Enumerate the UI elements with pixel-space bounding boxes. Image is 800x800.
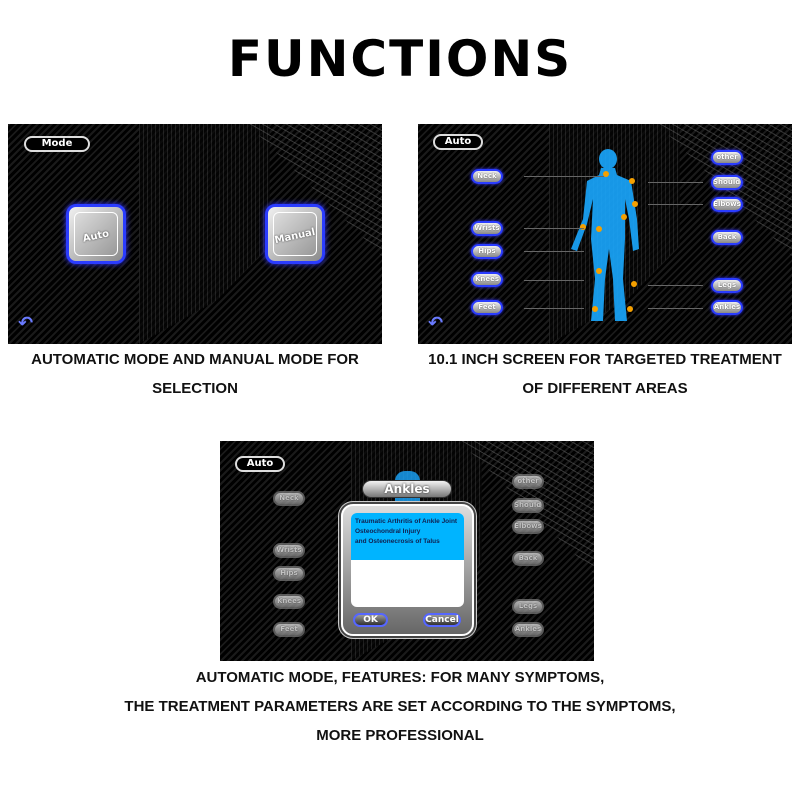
mode-selection-screen: Mode Auto Manual ↶ <box>8 124 382 344</box>
symptom-item: Traumatic Arthritis of Ankle Joint <box>355 518 458 525</box>
caption-3: AUTOMATIC MODE, FEATURES: FOR MANY SYMPT… <box>0 663 800 750</box>
feet-button[interactable]: Feet <box>471 300 503 315</box>
ankles-button[interactable]: Ankles <box>711 300 743 315</box>
knees-button[interactable]: Knees <box>273 594 305 609</box>
symptom-dialog-screen: Auto Neck Wrists Hips Knees Feet other S… <box>220 441 594 661</box>
back-button[interactable]: Back <box>512 551 544 566</box>
caption-line: MORE PROFESSIONAL <box>316 727 484 744</box>
caption-line: SELECTION <box>152 380 238 397</box>
caption-line: THE TREATMENT PARAMETERS ARE SET ACCORDI… <box>124 698 676 715</box>
ankles-button[interactable]: Ankles <box>512 622 544 637</box>
neck-button[interactable]: Neck <box>273 491 305 506</box>
ok-button[interactable]: OK <box>353 613 388 627</box>
caption-line: OF DIFFERENT AREAS <box>522 380 688 397</box>
body-figure <box>571 149 639 321</box>
auto-label: Auto <box>433 134 483 150</box>
caption-line: 10.1 INCH SCREEN FOR TARGETED TREATMENT <box>428 351 782 368</box>
elbows-button[interactable]: Elbows <box>711 197 743 212</box>
back-button[interactable]: Back <box>711 230 743 245</box>
caption-1: AUTOMATIC MODE AND MANUAL MODE FOR SELEC… <box>0 345 390 403</box>
hips-button[interactable]: Hips <box>471 244 503 259</box>
shoulders-button[interactable]: Shoulders <box>512 498 544 513</box>
shoulders-button[interactable]: Shoulders <box>711 175 743 190</box>
other-button[interactable]: other <box>711 150 743 165</box>
symptom-list: Traumatic Arthritis of Ankle Joint Osteo… <box>351 513 464 607</box>
feet-button[interactable]: Feet <box>273 622 305 637</box>
wrists-button[interactable]: Wrists <box>471 221 503 236</box>
symptom-dialog: Traumatic Arthritis of Ankle Joint Osteo… <box>341 504 474 636</box>
other-button[interactable]: other <box>512 474 544 489</box>
legs-button[interactable]: Legs <box>711 278 743 293</box>
auto-mode-button[interactable]: Auto <box>66 204 126 264</box>
wrists-button[interactable]: Wrists <box>273 543 305 558</box>
body-area-screen: Auto Neck Wrists Hips Knees Feet other S… <box>418 124 792 344</box>
knees-button[interactable]: Knees <box>471 272 503 287</box>
elbows-button[interactable]: Elbows <box>512 519 544 534</box>
auto-label: Auto <box>235 456 285 472</box>
page-title: FUNCTIONS <box>227 30 573 88</box>
caption-2: 10.1 INCH SCREEN FOR TARGETED TREATMENT … <box>410 345 800 403</box>
symptom-item: Osteochondral Injury <box>355 528 421 535</box>
selected-symptom[interactable]: Traumatic Arthritis of Ankle Joint Osteo… <box>351 513 464 560</box>
caption-line: AUTOMATIC MODE AND MANUAL MODE FOR <box>31 351 359 368</box>
undo-arrow-icon[interactable]: ↶ <box>18 313 34 334</box>
legs-button[interactable]: Legs <box>512 599 544 614</box>
cancel-button[interactable]: Cancel <box>423 613 461 627</box>
symptom-item: and Osteonecrosis of Talus <box>355 538 440 545</box>
mode-label: Mode <box>24 136 90 152</box>
undo-arrow-icon[interactable]: ↶ <box>428 313 444 334</box>
caption-line: AUTOMATIC MODE, FEATURES: FOR MANY SYMPT… <box>195 669 605 686</box>
dialog-title: Ankles <box>362 480 452 498</box>
hips-button[interactable]: Hips <box>273 566 305 581</box>
neck-button[interactable]: Neck <box>471 169 503 184</box>
manual-mode-button[interactable]: Manual <box>265 204 325 264</box>
